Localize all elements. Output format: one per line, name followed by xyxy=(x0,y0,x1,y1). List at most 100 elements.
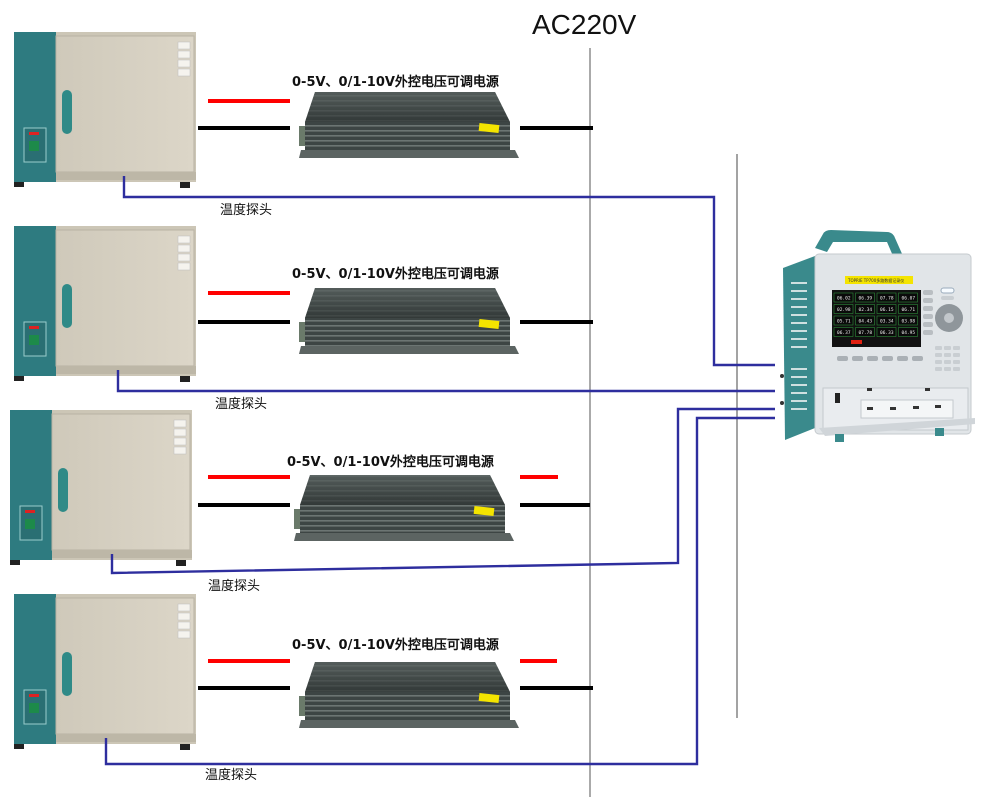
channel-value: 07.78 xyxy=(880,296,894,302)
channel-value: 06.07 xyxy=(902,296,916,302)
oven-foot xyxy=(180,744,190,750)
oven-base-strip xyxy=(56,366,196,374)
channel-cell xyxy=(898,292,918,303)
oven-door xyxy=(51,413,191,551)
channel-value: 06.39 xyxy=(859,296,873,302)
warning-label-icon xyxy=(177,59,191,68)
power-supply-top xyxy=(300,475,505,505)
recorder-keypad-key xyxy=(944,367,951,371)
oven-temp-led xyxy=(29,694,39,697)
oven-foot xyxy=(180,182,190,188)
recorder-power-led[interactable] xyxy=(940,287,955,294)
channel-value: 06.71 xyxy=(902,307,916,313)
oven-base-strip xyxy=(56,734,196,742)
channel-cell xyxy=(855,315,875,326)
power-supply-top xyxy=(305,662,510,692)
power-supply-flange xyxy=(299,720,519,728)
channel-value: 06.33 xyxy=(880,330,894,336)
temperature-probe-label: 温度探头 xyxy=(215,396,267,412)
power-supply-top xyxy=(305,92,510,122)
warning-label-icon xyxy=(173,446,187,455)
oven-door xyxy=(55,597,195,735)
oven-power-switch xyxy=(25,519,35,529)
channel-cell xyxy=(855,327,875,337)
oven-temp-led xyxy=(25,510,35,513)
channel-value: 06.02 xyxy=(837,296,851,302)
channel-cell xyxy=(898,327,918,337)
temperature-recorder: TOPRIE TP700多路数据记录仪 06.02 06.39 07.78 06.07… xyxy=(780,230,975,442)
channel-cell xyxy=(833,315,854,326)
recorder-softkey xyxy=(882,356,893,361)
psu-terminal-block xyxy=(299,696,305,716)
psu-terminal-block xyxy=(299,126,305,146)
oven-door-handle xyxy=(62,284,72,328)
oven-foot xyxy=(14,376,24,381)
oven-power-switch xyxy=(29,703,39,713)
psu-terminal-block xyxy=(299,322,305,342)
channel-cell xyxy=(855,304,875,314)
oven-foot xyxy=(180,376,190,382)
recorder-keypad-key xyxy=(935,367,942,371)
channel-value: 07.78 xyxy=(859,330,873,336)
channel-cell xyxy=(876,315,897,326)
oven-power-switch xyxy=(29,141,39,151)
oven-foot xyxy=(176,560,186,566)
oven-foot xyxy=(10,560,20,565)
recorder-softkey xyxy=(867,356,878,361)
warning-label-icon xyxy=(177,41,191,50)
psu-warning-sticker xyxy=(473,505,495,517)
recorder-keypad-key xyxy=(935,353,942,357)
warning-label-icon xyxy=(177,603,191,612)
recorder-keypad-key xyxy=(953,367,960,371)
channel-cell xyxy=(833,304,854,314)
channel-value: 06.37 xyxy=(837,330,851,336)
recorder-keypad-key xyxy=(944,346,951,350)
channel-cell xyxy=(898,315,918,326)
psu-warning-sticker xyxy=(478,122,500,134)
warning-label-icon xyxy=(173,419,187,428)
oven-door-handle xyxy=(62,652,72,696)
channel-value: 03.34 xyxy=(880,319,894,325)
channel-value: 04.95 xyxy=(902,330,916,336)
channel-cell xyxy=(876,292,897,303)
warning-label-icon xyxy=(177,612,191,621)
recorder-model-strip xyxy=(845,276,913,284)
recorder-softkey xyxy=(852,356,863,361)
oven-power-switch xyxy=(29,335,39,345)
channel-cell xyxy=(876,327,897,337)
oven-door xyxy=(55,229,195,367)
channel-cell xyxy=(833,292,854,303)
drying-oven xyxy=(14,594,196,750)
channel-value: 02.98 xyxy=(837,307,851,313)
oven-foot xyxy=(14,182,24,187)
temperature-probe-label: 温度探头 xyxy=(208,578,260,594)
psu-warning-sticker xyxy=(478,318,500,330)
psu-terminal-block xyxy=(294,509,300,529)
recorder-softkey xyxy=(897,356,908,361)
oven-base-strip xyxy=(52,550,192,558)
temperature-probe-label: 温度探头 xyxy=(205,767,257,783)
warning-label-icon xyxy=(177,262,191,271)
channel-value: 02.34 xyxy=(859,307,873,313)
channel-cell xyxy=(855,292,875,303)
psu-title-label: 0-5V、0/1-10V外控电压可调电源 xyxy=(292,266,499,282)
warning-label-icon xyxy=(177,621,191,630)
oven-door-handle xyxy=(62,90,72,134)
recorder-keypad-key xyxy=(944,353,951,357)
recorder-softkey xyxy=(837,356,848,361)
channel-cell xyxy=(833,327,854,337)
oven-foot xyxy=(14,744,24,749)
oven-door-handle xyxy=(58,468,68,512)
warning-label-icon xyxy=(177,630,191,639)
warning-label-icon xyxy=(177,244,191,253)
recorder-keypad-key xyxy=(935,346,942,350)
recorder-tab-active xyxy=(851,340,862,344)
temperature-probe-wire xyxy=(122,176,775,367)
drying-oven xyxy=(10,410,192,566)
recorder-keypad-key xyxy=(953,353,960,357)
recorder-model-text: TOPRIE TP700多路数据记录仪 xyxy=(847,277,904,283)
channel-value: 05.71 xyxy=(837,319,851,325)
recorder-menu-key[interactable] xyxy=(941,296,954,300)
